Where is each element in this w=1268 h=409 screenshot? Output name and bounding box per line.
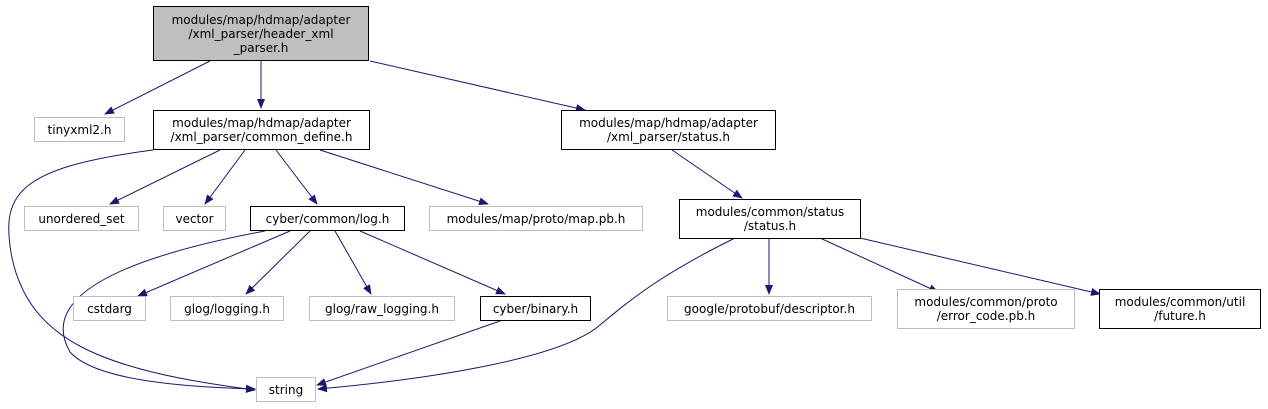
edge-common-define-to-log (275, 149, 318, 205)
node-label-line: string (268, 382, 304, 397)
edge-log-to-cstdarg (137, 230, 291, 297)
edge-log-to-cyber-binary (359, 230, 506, 295)
node-label-line: _parser.h (233, 40, 289, 55)
edge-header-to-status (369, 60, 586, 112)
node-cyber-binary[interactable]: cyber/binary.h (480, 296, 591, 321)
node-label-line: modules/map/proto/map.pb.h (446, 211, 626, 226)
node-label-line: modules/map/hdmap/adapter (579, 116, 758, 130)
node-string[interactable]: string (256, 377, 316, 402)
edge-status-to-common-status (671, 149, 743, 199)
node-label-line: tinyxml2.h (47, 122, 112, 137)
node-unordered-set[interactable]: unordered_set (24, 206, 139, 231)
node-protobuf-descriptor[interactable]: google/protobuf/descriptor.h (667, 296, 872, 321)
node-label-line: /error_code.pb.h (936, 309, 1036, 323)
node-label-line: /xml_parser/status.h (607, 130, 730, 144)
edge-common-define-to-map-pb (319, 149, 489, 206)
edge-common-define-to-unordered-set (109, 149, 221, 205)
node-common-status[interactable]: modules/common/status /status.h (679, 199, 861, 239)
node-tinyxml2[interactable]: tinyxml2.h (34, 117, 125, 142)
node-label-line: unordered_set (38, 211, 125, 226)
node-label-line: cyber/common/log.h (265, 211, 390, 226)
node-label-line: /status.h (743, 219, 797, 233)
node-label-line: cyber/binary.h (492, 301, 579, 316)
node-label-line: modules/common/status (695, 205, 845, 219)
node-label-line: /xml_parser/header_xml (188, 26, 334, 41)
node-cstdarg[interactable]: cstdarg (73, 296, 146, 321)
edge-log-to-string (62, 230, 266, 393)
node-status-h[interactable]: modules/map/hdmap/adapter /xml_parser/st… (561, 110, 776, 150)
node-label-line: /xml_parser/common_define.h (170, 130, 353, 144)
node-header-xml-parser[interactable]: modules/map/hdmap/adapter /xml_parser/he… (153, 6, 369, 61)
node-label-line: modules/common/util (1114, 295, 1246, 309)
node-label-line: /future.h (1154, 309, 1206, 323)
edge-log-to-glog-raw (334, 230, 372, 295)
node-label-line: glog/raw_logging.h (325, 301, 439, 316)
edge-header-to-tinyxml2 (104, 60, 211, 115)
edge-log-to-glog-logging (245, 230, 311, 295)
edge-common-define-to-vector (204, 149, 246, 205)
node-glog-logging[interactable]: glog/logging.h (170, 296, 284, 321)
node-glog-raw-logging[interactable]: glog/raw_logging.h (309, 296, 455, 321)
node-label-line: modules/map/hdmap/adapter (171, 12, 351, 27)
node-label-line: modules/common/proto (914, 295, 1058, 309)
node-label-line: google/protobuf/descriptor.h (684, 301, 855, 316)
node-error-code-pb[interactable]: modules/common/proto /error_code.pb.h (897, 289, 1075, 329)
node-log-h[interactable]: cyber/common/log.h (250, 206, 405, 231)
edge-cyber-binary-to-string (316, 320, 501, 386)
node-label-line: vector (175, 211, 214, 226)
edge-common-define-to-string (8, 149, 256, 393)
node-label-line: cstdarg (87, 301, 132, 316)
edge-common-status-to-future (859, 237, 1101, 296)
node-future-h[interactable]: modules/common/util /future.h (1099, 289, 1261, 329)
node-vector[interactable]: vector (163, 206, 226, 231)
node-common-define[interactable]: modules/map/hdmap/adapter /xml_parser/co… (153, 110, 370, 150)
node-label-line: modules/map/hdmap/adapter (172, 116, 351, 130)
edge-common-status-to-string (317, 237, 736, 393)
edge-common-status-to-error-code (819, 237, 939, 293)
node-label-line: glog/logging.h (184, 301, 270, 316)
node-map-pb[interactable]: modules/map/proto/map.pb.h (429, 206, 643, 231)
